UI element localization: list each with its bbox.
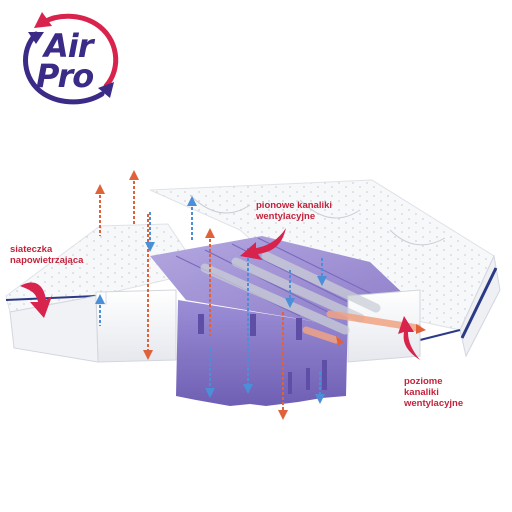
airpro-logo: Air Pro xyxy=(14,10,126,108)
foam-front xyxy=(176,300,348,406)
label-mesh-line-1: siateczka xyxy=(10,244,53,255)
label-horizontal-channels: poziome kanaliki wentylacyjne xyxy=(404,376,463,409)
label-vertical-channels-line-1: pionowe kanaliki xyxy=(256,200,333,211)
logo-word-pro: Pro xyxy=(36,57,94,95)
label-mesh: siateczka napowietrzająca xyxy=(10,244,83,266)
label-horizontal-channels-line-3: wentylacyjne xyxy=(404,398,464,409)
airflow-arrow-icon xyxy=(99,176,323,414)
logo-swirl-arrow-icon xyxy=(23,12,119,105)
cover-left-front xyxy=(95,289,177,363)
label-vertical-channels: pionowe kanaliki wentylacyjne xyxy=(256,200,332,222)
label-mesh-line-2: napowietrzająca xyxy=(10,255,84,266)
curved-pointer-arrow-icon xyxy=(20,228,420,360)
label-vertical-channels-line-2: wentylacyjne xyxy=(256,211,316,222)
label-horizontal-channels-line-1: poziome xyxy=(404,376,443,387)
label-horizontal-channels-line-2: kanaliki xyxy=(404,387,439,398)
logo-word-air: Air xyxy=(44,27,94,65)
